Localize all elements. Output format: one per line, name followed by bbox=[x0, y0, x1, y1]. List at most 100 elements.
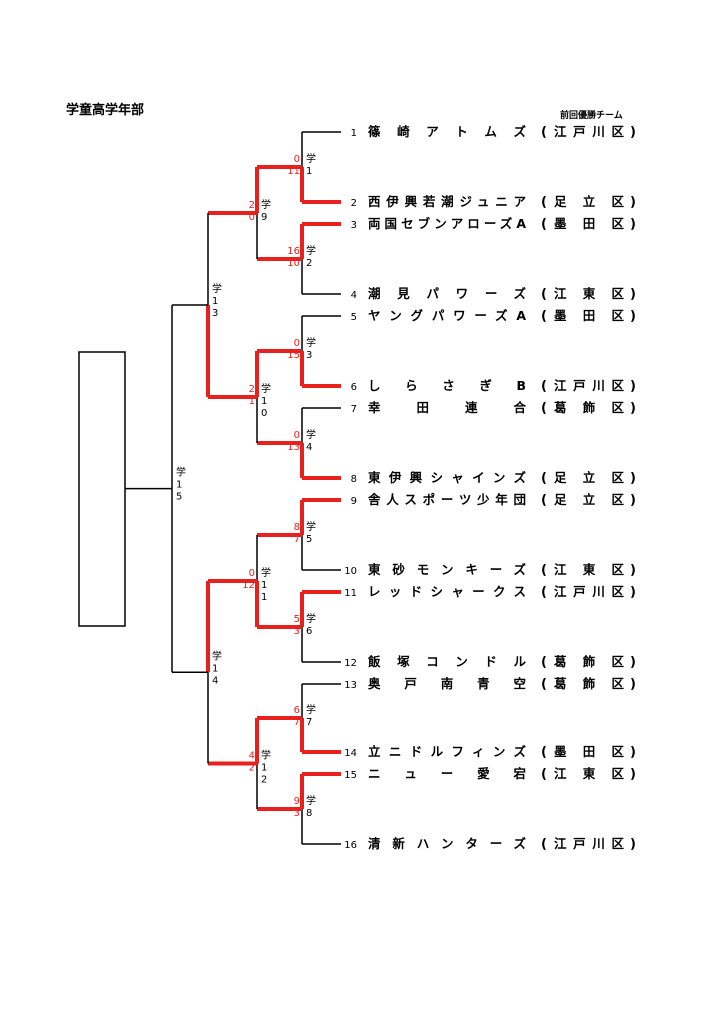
ward-paren-close: ) bbox=[630, 195, 636, 210]
team-name: 両国セブンアローズA bbox=[368, 216, 526, 231]
score-top: 0 bbox=[249, 568, 255, 579]
ward-paren-close: ) bbox=[630, 125, 636, 140]
ward-paren-close: ) bbox=[630, 585, 636, 600]
match-label: 学 bbox=[306, 428, 316, 441]
team-name: 奥戸南青空 bbox=[368, 676, 526, 691]
ward-paren-close: ) bbox=[630, 677, 636, 692]
ward-paren-open: ( bbox=[541, 287, 547, 302]
score-top: 6 bbox=[294, 705, 300, 716]
team-ward: 墨田区 bbox=[554, 308, 624, 323]
ward-paren-close: ) bbox=[630, 217, 636, 232]
match-label: 5 bbox=[176, 492, 182, 503]
team-seed: 16 bbox=[344, 840, 357, 851]
team-seed: 8 bbox=[351, 474, 357, 485]
team-name: 立ニドルフィンズ bbox=[368, 744, 526, 759]
score-bottom: 10 bbox=[287, 258, 300, 269]
match-label: 1 bbox=[306, 166, 312, 177]
match-label: 学 bbox=[261, 382, 271, 395]
score-top: 5 bbox=[294, 614, 300, 625]
match-label: 6 bbox=[306, 626, 312, 637]
team-name: 東砂モンキーズ bbox=[368, 562, 526, 577]
team-name: レッドシャークス bbox=[368, 584, 526, 599]
team-ward: 江戸川区 bbox=[554, 584, 624, 599]
match-label: 7 bbox=[306, 717, 312, 728]
champion-box bbox=[78, 351, 126, 627]
ward-paren-open: ( bbox=[541, 379, 547, 394]
team-name: 清新ハンターズ bbox=[368, 836, 526, 851]
score-top: 8 bbox=[294, 522, 300, 533]
match-label: 1 bbox=[261, 763, 267, 774]
team-ward: 葛飾区 bbox=[553, 676, 624, 691]
ward-paren-open: ( bbox=[541, 745, 547, 760]
team-ward: 江東区 bbox=[554, 562, 624, 577]
ward-paren-close: ) bbox=[630, 309, 636, 324]
ward-paren-close: ) bbox=[630, 493, 636, 508]
score-top: 2 bbox=[249, 384, 255, 395]
team-name: しらさぎB bbox=[368, 378, 526, 393]
team-name: 飯塚コンドル bbox=[367, 654, 526, 669]
ward-paren-close: ) bbox=[630, 745, 636, 760]
score-top: 0 bbox=[294, 430, 300, 441]
team-seed: 10 bbox=[344, 566, 357, 577]
match-label: 学 bbox=[212, 649, 222, 662]
team-seed: 15 bbox=[344, 770, 357, 781]
match-label: 9 bbox=[261, 212, 267, 223]
match-label: 2 bbox=[306, 258, 312, 269]
team-ward: 墨田区 bbox=[554, 216, 624, 231]
score-top: 0 bbox=[294, 338, 300, 349]
score-bottom: 3 bbox=[294, 808, 300, 819]
team-seed: 3 bbox=[351, 220, 357, 231]
team-seed: 12 bbox=[344, 658, 357, 669]
team-ward: 墨田区 bbox=[554, 744, 624, 759]
score-bottom: 2 bbox=[249, 763, 255, 774]
ward-paren-open: ( bbox=[541, 195, 547, 210]
match-label: 3 bbox=[212, 308, 218, 319]
match-label: 8 bbox=[306, 808, 312, 819]
ward-paren-open: ( bbox=[541, 677, 547, 692]
match-label: 1 bbox=[261, 592, 267, 603]
team-ward: 江東区 bbox=[554, 766, 624, 781]
match-label: 4 bbox=[306, 442, 312, 453]
team-ward: 江戸川区 bbox=[554, 124, 624, 139]
team-ward: 足立区 bbox=[554, 470, 624, 485]
ward-paren-open: ( bbox=[541, 309, 547, 324]
ward-paren-close: ) bbox=[630, 837, 636, 852]
match-label: 学 bbox=[306, 244, 316, 257]
ward-paren-close: ) bbox=[630, 401, 636, 416]
page-title: 学童高学年部 bbox=[66, 103, 145, 118]
match-label: 1 bbox=[212, 296, 218, 307]
ward-paren-open: ( bbox=[541, 585, 547, 600]
match-label: 3 bbox=[306, 350, 312, 361]
team-ward: 足立区 bbox=[554, 194, 624, 209]
match-label: 学 bbox=[306, 336, 316, 349]
ward-paren-close: ) bbox=[630, 471, 636, 486]
team-name: 潮見パワーズ bbox=[368, 286, 526, 301]
ward-paren-close: ) bbox=[630, 767, 636, 782]
team-seed: 5 bbox=[351, 312, 357, 323]
ward-paren-open: ( bbox=[541, 471, 547, 486]
match-label: 学 bbox=[306, 152, 316, 165]
team-seed: 9 bbox=[351, 496, 357, 507]
match-label: 学 bbox=[176, 466, 186, 479]
match-label: 1 bbox=[176, 480, 182, 491]
score-bottom: 13 bbox=[287, 442, 300, 453]
score-bottom: 3 bbox=[294, 626, 300, 637]
ward-paren-close: ) bbox=[630, 563, 636, 578]
team-ward: 葛飾区 bbox=[553, 400, 624, 415]
team-name: 幸田連合 bbox=[368, 400, 526, 415]
score-bottom: 15 bbox=[287, 350, 300, 361]
match-label: 0 bbox=[261, 408, 267, 419]
ward-paren-close: ) bbox=[630, 287, 636, 302]
team-name: 西伊興若潮ジュニア bbox=[368, 194, 526, 209]
match-label: 学 bbox=[306, 520, 316, 533]
ward-paren-open: ( bbox=[541, 493, 547, 508]
ward-paren-open: ( bbox=[541, 217, 547, 232]
score-top: 0 bbox=[294, 154, 300, 165]
match-label: 学 bbox=[306, 794, 316, 807]
team-seed: 13 bbox=[344, 680, 357, 691]
team-name: ニュー愛宕 bbox=[368, 766, 526, 781]
team-seed: 7 bbox=[351, 404, 357, 415]
team-name: 東伊興シャインズ bbox=[368, 470, 526, 485]
team-seed: 11 bbox=[344, 588, 357, 599]
